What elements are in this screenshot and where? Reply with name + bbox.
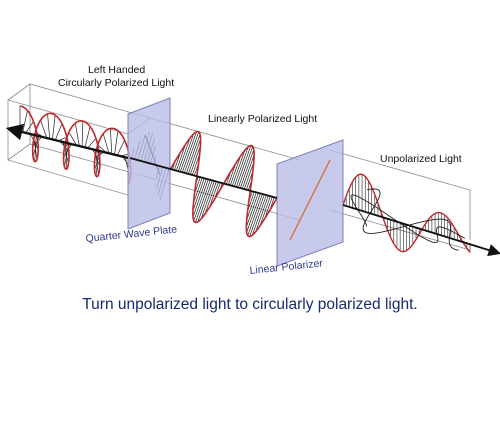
linear-vector (184, 132, 199, 174)
linear-vector (180, 134, 194, 173)
linear-vector (234, 147, 248, 187)
circular-vector (82, 121, 83, 147)
circular-vector (75, 123, 79, 146)
label-left-handed-2: Circularly Polarized Light (58, 77, 174, 89)
linear-polarizer (277, 140, 343, 266)
circular-vector (85, 127, 90, 148)
circular-vector (23, 110, 28, 132)
circular-vector (110, 128, 111, 154)
label-linear-polarizer: Linear Polarizer (249, 257, 324, 277)
linear-vector (198, 181, 212, 222)
circular-vector (117, 140, 124, 155)
beam-axis-right (343, 205, 495, 252)
label-linearly-polarized: Linearly Polarized Light (208, 113, 317, 125)
unpolarized-wave-curve (363, 189, 459, 250)
linear-vector (238, 146, 253, 187)
label-unpolarized: Unpolarized Light (380, 153, 462, 165)
circular-vector (115, 131, 118, 155)
caption-text: Turn unpolarized light to circularly pol… (0, 296, 500, 314)
unpolarized-wave (343, 174, 470, 252)
linear-vector (252, 195, 266, 235)
circular-vector (48, 114, 50, 139)
circular-vector (25, 121, 33, 133)
linear-vector (248, 194, 263, 235)
label-left-handed-1: Left Handed (88, 64, 145, 76)
circular-vector (88, 138, 96, 148)
circular-vector (55, 124, 62, 141)
circular-vector (52, 115, 55, 140)
